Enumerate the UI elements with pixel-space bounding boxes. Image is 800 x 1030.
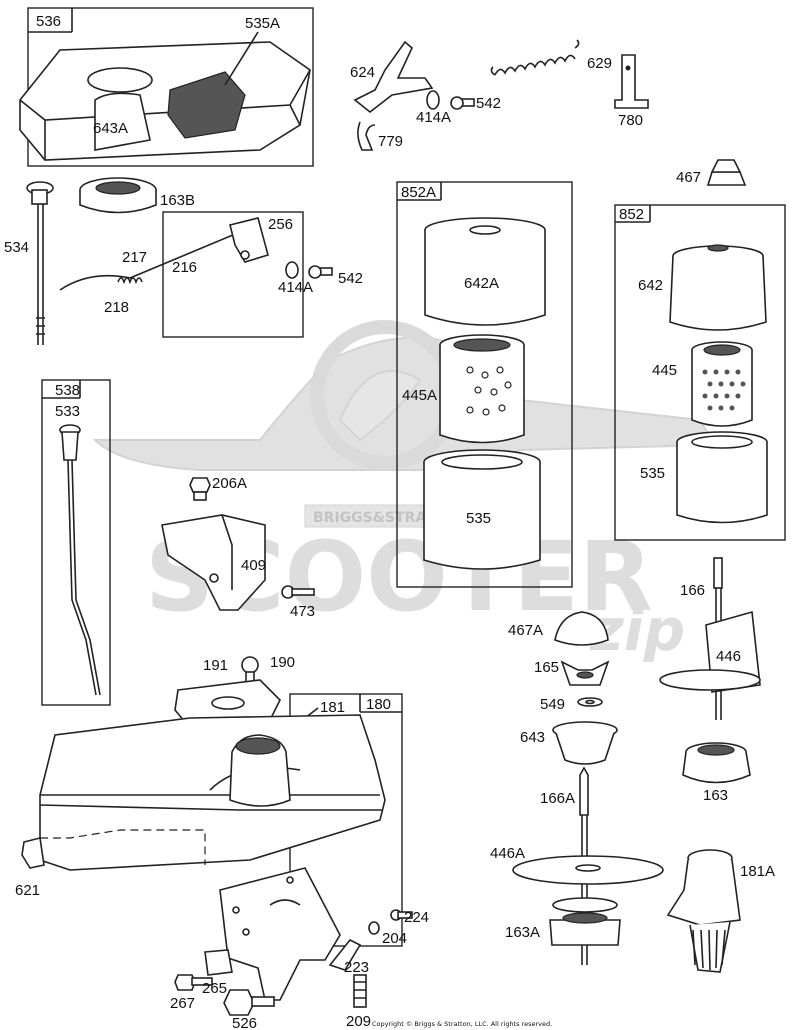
part-163B — [79, 177, 157, 214]
part-624 — [353, 40, 434, 114]
part-216-217-218 — [59, 217, 269, 291]
label-624: 624 — [350, 64, 375, 81]
label-779: 779 — [378, 133, 403, 150]
box-852 — [614, 204, 786, 541]
label-534: 534 — [4, 239, 29, 256]
box-852A — [396, 181, 573, 588]
label-165: 165 — [534, 659, 559, 676]
part-414A-542-mid — [285, 261, 333, 279]
label-217: 217 — [122, 249, 147, 266]
label-190: 190 — [270, 654, 295, 671]
label-204: 204 — [382, 930, 407, 947]
part-fuel-tank — [39, 714, 386, 871]
part-533-dipstick — [59, 424, 101, 696]
box-256 — [162, 211, 304, 338]
part-206A — [189, 477, 211, 501]
part-414A-542-top — [426, 90, 475, 110]
copyright-text: Copyright © Briggs & Stratton, LLC. All … — [372, 1020, 552, 1028]
label-191: 191 — [203, 657, 228, 674]
label-163B: 163B — [160, 192, 195, 209]
part-621 — [21, 837, 45, 869]
part-549-washer — [577, 697, 603, 707]
label-223: 223 — [344, 959, 369, 976]
part-166-446 — [659, 557, 761, 720]
label-535-right: 535 — [640, 465, 665, 482]
label-409: 409 — [241, 557, 266, 574]
part-409-bracket — [161, 514, 266, 611]
label-414A-top: 414A — [416, 109, 451, 126]
part-642A — [424, 217, 546, 326]
part-629-spring — [490, 39, 580, 76]
label-446: 446 — [716, 648, 741, 665]
part-445 — [691, 341, 753, 427]
label-536: 536 — [36, 13, 61, 30]
part-467 — [706, 159, 747, 186]
label-629: 629 — [587, 55, 612, 72]
label-473: 473 — [290, 603, 315, 620]
label-445: 445 — [652, 362, 677, 379]
label-467A: 467A — [508, 622, 543, 639]
label-218: 218 — [104, 299, 129, 316]
label-265: 265 — [202, 980, 227, 997]
label-852A: 852A — [401, 184, 436, 201]
part-181A-cap — [666, 849, 741, 973]
part-265-267-526-209 — [174, 949, 367, 1016]
label-621: 621 — [15, 882, 40, 899]
air-cleaner-cover-536 — [19, 7, 314, 167]
label-446A: 446A — [490, 845, 525, 862]
label-166: 166 — [680, 582, 705, 599]
label-643A: 643A — [93, 120, 128, 137]
label-542-top: 542 — [476, 95, 501, 112]
part-643 — [552, 721, 618, 765]
label-445A: 445A — [402, 387, 437, 404]
part-535-left — [423, 449, 541, 570]
part-534 — [26, 181, 54, 345]
part-446A-plate — [512, 855, 664, 885]
label-549: 549 — [540, 696, 565, 713]
label-209: 209 — [346, 1013, 371, 1030]
part-642 — [669, 244, 767, 331]
label-642: 642 — [638, 277, 663, 294]
label-267: 267 — [170, 995, 195, 1012]
label-526: 526 — [232, 1015, 257, 1030]
watermark: BRIGGS&STRATTON SCOOTER zip — [92, 320, 717, 664]
label-538: 538 — [55, 382, 80, 399]
part-163 — [682, 742, 751, 784]
label-216: 216 — [172, 259, 197, 276]
part-fuel-tank-bracket — [219, 867, 341, 1001]
label-180: 180 — [366, 696, 391, 713]
label-163A: 163A — [505, 924, 540, 941]
label-256: 256 — [268, 216, 293, 233]
part-224-204-223 — [328, 909, 413, 971]
label-535A: 535A — [245, 15, 280, 32]
label-852: 852 — [619, 206, 644, 223]
label-206A: 206A — [212, 475, 247, 492]
part-780 — [614, 54, 649, 109]
label-643: 643 — [520, 729, 545, 746]
label-163: 163 — [703, 787, 728, 804]
part-190-191 — [174, 656, 281, 729]
label-642A: 642A — [464, 275, 499, 292]
label-535-left: 535 — [466, 510, 491, 527]
label-533: 533 — [55, 403, 80, 420]
label-224: 224 — [404, 909, 429, 926]
part-445A — [439, 334, 525, 444]
part-535-right — [676, 431, 768, 524]
label-467: 467 — [676, 169, 701, 186]
label-181: 181 — [320, 699, 345, 716]
part-473 — [281, 585, 315, 599]
label-414A-mid: 414A — [278, 279, 313, 296]
part-163A-seal — [549, 897, 621, 946]
part-165-wingnut — [560, 660, 610, 686]
part-467A — [554, 611, 609, 646]
label-542-mid: 542 — [338, 270, 363, 287]
part-779 — [357, 121, 376, 151]
box-538 — [41, 379, 111, 706]
label-780: 780 — [618, 112, 643, 129]
label-181A: 181A — [740, 863, 775, 880]
label-166A: 166A — [540, 790, 575, 807]
